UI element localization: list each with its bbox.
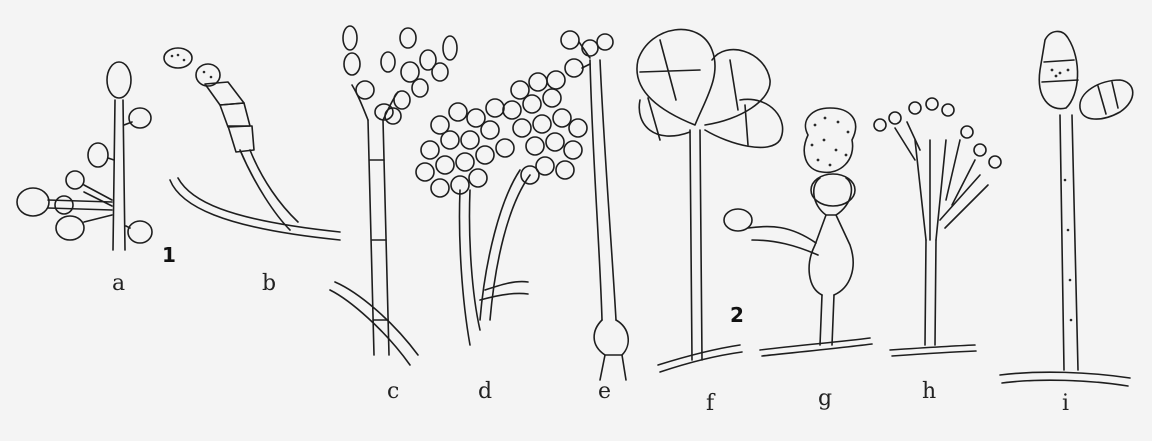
specimen-h	[874, 98, 1001, 356]
label-b: b	[262, 271, 276, 296]
specimen-i	[1000, 31, 1133, 386]
label-c: c	[387, 379, 399, 404]
figure-number-2: 2	[730, 303, 744, 327]
label-f: f	[706, 391, 716, 416]
label-a: a	[112, 271, 125, 296]
specimen-e	[561, 31, 628, 380]
specimen-a	[17, 62, 152, 250]
specimen-f	[637, 29, 783, 372]
spore-cluster-left	[416, 99, 514, 197]
figure-number-1: 1	[162, 243, 176, 267]
specimen-d	[416, 71, 587, 345]
specimen-b	[164, 48, 340, 240]
label-d: d	[478, 379, 492, 404]
label-i: i	[1062, 391, 1069, 416]
label-e: e	[598, 379, 611, 404]
spore-cluster-right	[503, 71, 587, 184]
label-g: g	[818, 386, 832, 411]
specimen-c	[330, 26, 457, 365]
label-h: h	[922, 379, 936, 404]
